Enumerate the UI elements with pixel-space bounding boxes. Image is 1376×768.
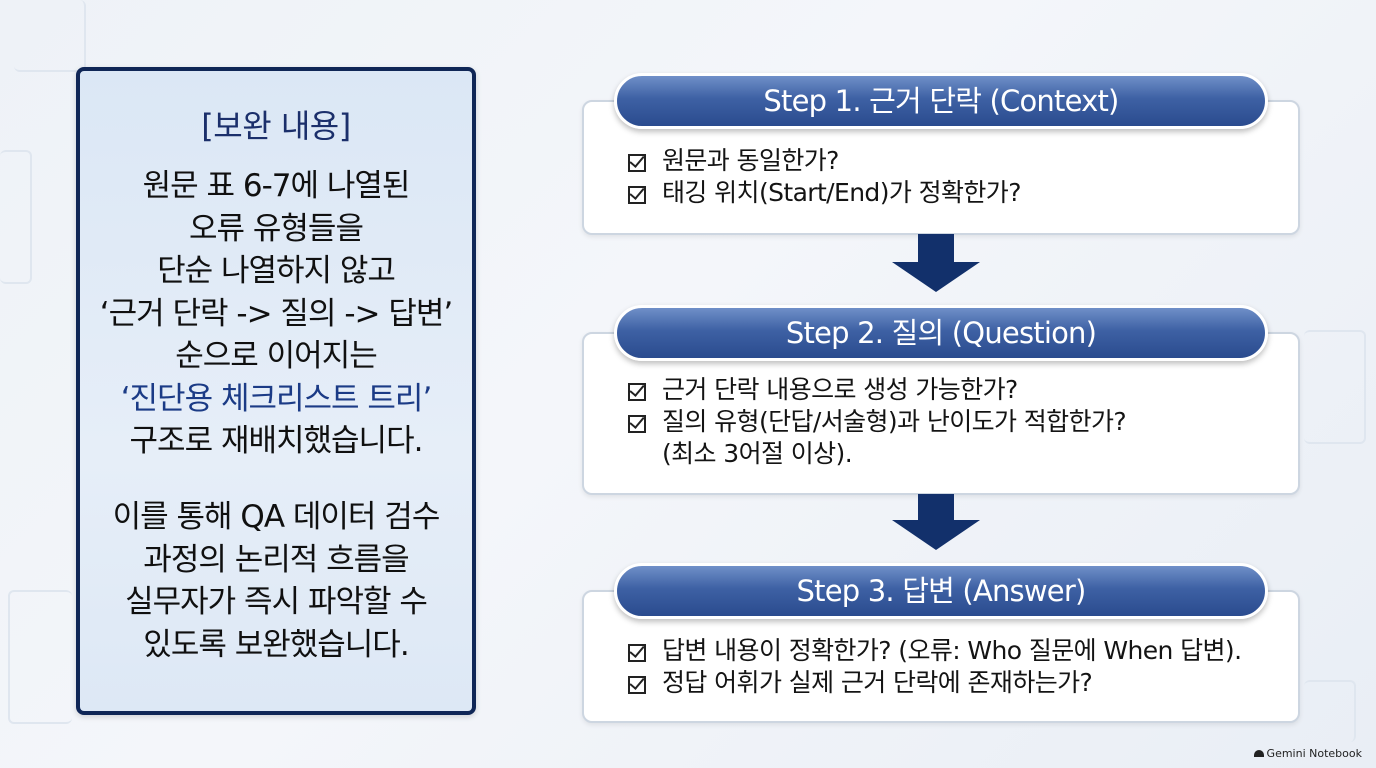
checkbox-icon <box>628 154 646 172</box>
decor-line <box>1304 680 1356 742</box>
step-2-checklist: 근거 단락 내용으로 생성 가능한가? 질의 유형(단답/서술형)과 난이도가 … <box>628 374 1127 470</box>
panel-highlight: ‘진단용 체크리스트 트리’ <box>120 380 433 417</box>
checkbox-icon <box>628 383 646 401</box>
checklist-item: 질의 유형(단답/서술형)과 난이도가 적합한가? <box>628 406 1127 438</box>
step-1-header: Step 1. 근거 단락 (Context) <box>614 73 1268 129</box>
panel-line: ‘근거 단락 -> 질의 -> 답변’ <box>99 295 453 332</box>
decor-line <box>0 150 32 284</box>
panel-paragraph-2: 이를 통해 QA 데이터 검수 과정의 논리적 흐름을 실무자가 즉시 파악할 … <box>80 496 472 666</box>
panel-line: 과정의 논리적 흐름을 <box>143 541 409 578</box>
panel-paragraph-1: 원문 표 6-7에 나열된 오류 유형들을 단순 나열하지 않고 ‘근거 단락 … <box>80 165 472 463</box>
brand-label: Gemini Notebook <box>1266 747 1362 760</box>
panel-line: 단순 나열하지 않고 <box>157 253 396 289</box>
decor-line <box>14 0 86 72</box>
panel-line: 오류 유형들을 <box>189 210 364 247</box>
checkbox-icon <box>628 186 646 204</box>
checklist-continuation: (최소 3어절 이상). <box>662 439 853 468</box>
supplement-panel: [보완 내용] 원문 표 6-7에 나열된 오류 유형들을 단순 나열하지 않고… <box>76 67 476 715</box>
panel-line: 실무자가 즉시 파악할 수 <box>125 584 428 620</box>
decor-line <box>1304 330 1366 444</box>
checklist-item: 근거 단락 내용으로 생성 가능한가? <box>628 374 1126 406</box>
checklist-item-text: 근거 단락 내용으로 생성 가능한가? <box>662 375 1018 404</box>
step-3-checklist: 답변 내용이 정확한가? (오류: Who 질문에 When 답변). 정답 어… <box>628 635 1242 699</box>
panel-line: 원문 표 6-7에 나열된 <box>142 168 411 204</box>
checklist-item: 원문과 동일한가? <box>628 145 1021 177</box>
notebook-logo-icon <box>1253 750 1264 757</box>
panel-title: [보완 내용] <box>201 107 351 145</box>
checklist-item-text: 답변 내용이 정확한가? (오류: Who 질문에 When 답변). <box>662 636 1242 665</box>
checkbox-icon <box>628 644 646 662</box>
checkbox-icon <box>628 415 646 433</box>
checklist-item-text: 원문과 동일한가? <box>662 146 839 175</box>
panel-line: 이를 통해 QA 데이터 검수 <box>112 499 441 535</box>
checkbox-icon <box>628 676 646 694</box>
checklist-item: 정답 어휘가 실제 근거 단락에 존재하는가? <box>628 667 1241 699</box>
panel-line: 구조로 재배치했습니다. <box>129 423 424 459</box>
step-1-checklist: 원문과 동일한가? 태깅 위치(Start/End)가 정확한가? <box>628 145 1021 209</box>
checklist-item-text: 질의 유형(단답/서술형)과 난이도가 적합한가? <box>662 407 1127 436</box>
checklist-item-text: 태깅 위치(Start/End)가 정확한가? <box>662 178 1021 207</box>
panel-line: 있도록 보완했습니다. <box>143 626 409 663</box>
brand-watermark: Gemini Notebook <box>1253 747 1362 760</box>
panel-line: 순으로 이어지는 <box>175 338 378 374</box>
decor-line <box>8 590 72 724</box>
step-2-header: Step 2. 질의 (Question) <box>614 305 1268 361</box>
checklist-item: 답변 내용이 정확한가? (오류: Who 질문에 When 답변). <box>628 635 1242 667</box>
checklist-item-text: 정답 어휘가 실제 근거 단락에 존재하는가? <box>662 668 1093 697</box>
checklist-item: 태깅 위치(Start/End)가 정확한가? <box>628 177 1021 209</box>
step-3-header: Step 3. 답변 (Answer) <box>614 563 1268 619</box>
